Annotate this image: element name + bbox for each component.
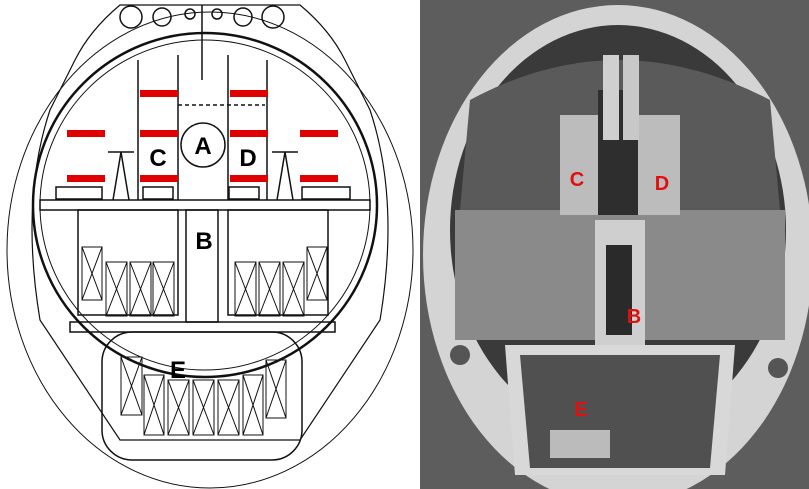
pressure-hull-inner <box>39 39 371 371</box>
battery-cell <box>234 261 257 317</box>
bunk <box>230 175 268 182</box>
battery-cell <box>242 374 264 436</box>
bunks <box>67 90 338 182</box>
bunk <box>140 175 178 182</box>
hatch-a <box>180 122 226 168</box>
photo-label-c: C <box>570 169 584 191</box>
label-b: B <box>195 228 212 255</box>
battery-cell <box>265 359 287 419</box>
label-d: D <box>239 145 256 172</box>
battery-cell <box>258 261 281 317</box>
label-c: C <box>149 145 166 172</box>
deck-upper <box>39 199 371 211</box>
deck-lower <box>69 321 336 333</box>
photo-label-d: D <box>655 173 669 195</box>
battery-cell <box>129 261 152 317</box>
battery-cell <box>217 379 240 436</box>
battery-cell <box>81 246 103 301</box>
battery-cell <box>120 356 143 416</box>
compartment-e <box>101 331 303 461</box>
battery-cell <box>152 261 175 317</box>
top-ports <box>119 5 285 80</box>
bunk <box>230 90 268 97</box>
bunk <box>300 130 338 137</box>
hull-photo <box>420 0 809 489</box>
label-a: A <box>194 133 211 160</box>
label-e: E <box>170 357 186 384</box>
bunk <box>67 175 105 182</box>
outer-hull <box>6 11 414 489</box>
casing-outline <box>31 4 389 441</box>
battery-cell <box>105 261 128 317</box>
battery-cell <box>282 261 305 317</box>
bunk <box>67 130 105 137</box>
bunk <box>300 175 338 182</box>
photo-label-b: B <box>627 306 641 328</box>
battery-cell <box>192 379 215 436</box>
battery-cell <box>167 379 190 436</box>
pressure-hull <box>31 31 379 379</box>
bunk <box>140 90 178 97</box>
battery-cell <box>306 246 328 301</box>
bunk <box>140 130 178 137</box>
battery-cell <box>143 374 165 436</box>
photo-label-e: E <box>574 399 587 421</box>
bunk <box>230 130 268 137</box>
battery-cells <box>81 246 328 436</box>
passage-b <box>185 209 219 323</box>
